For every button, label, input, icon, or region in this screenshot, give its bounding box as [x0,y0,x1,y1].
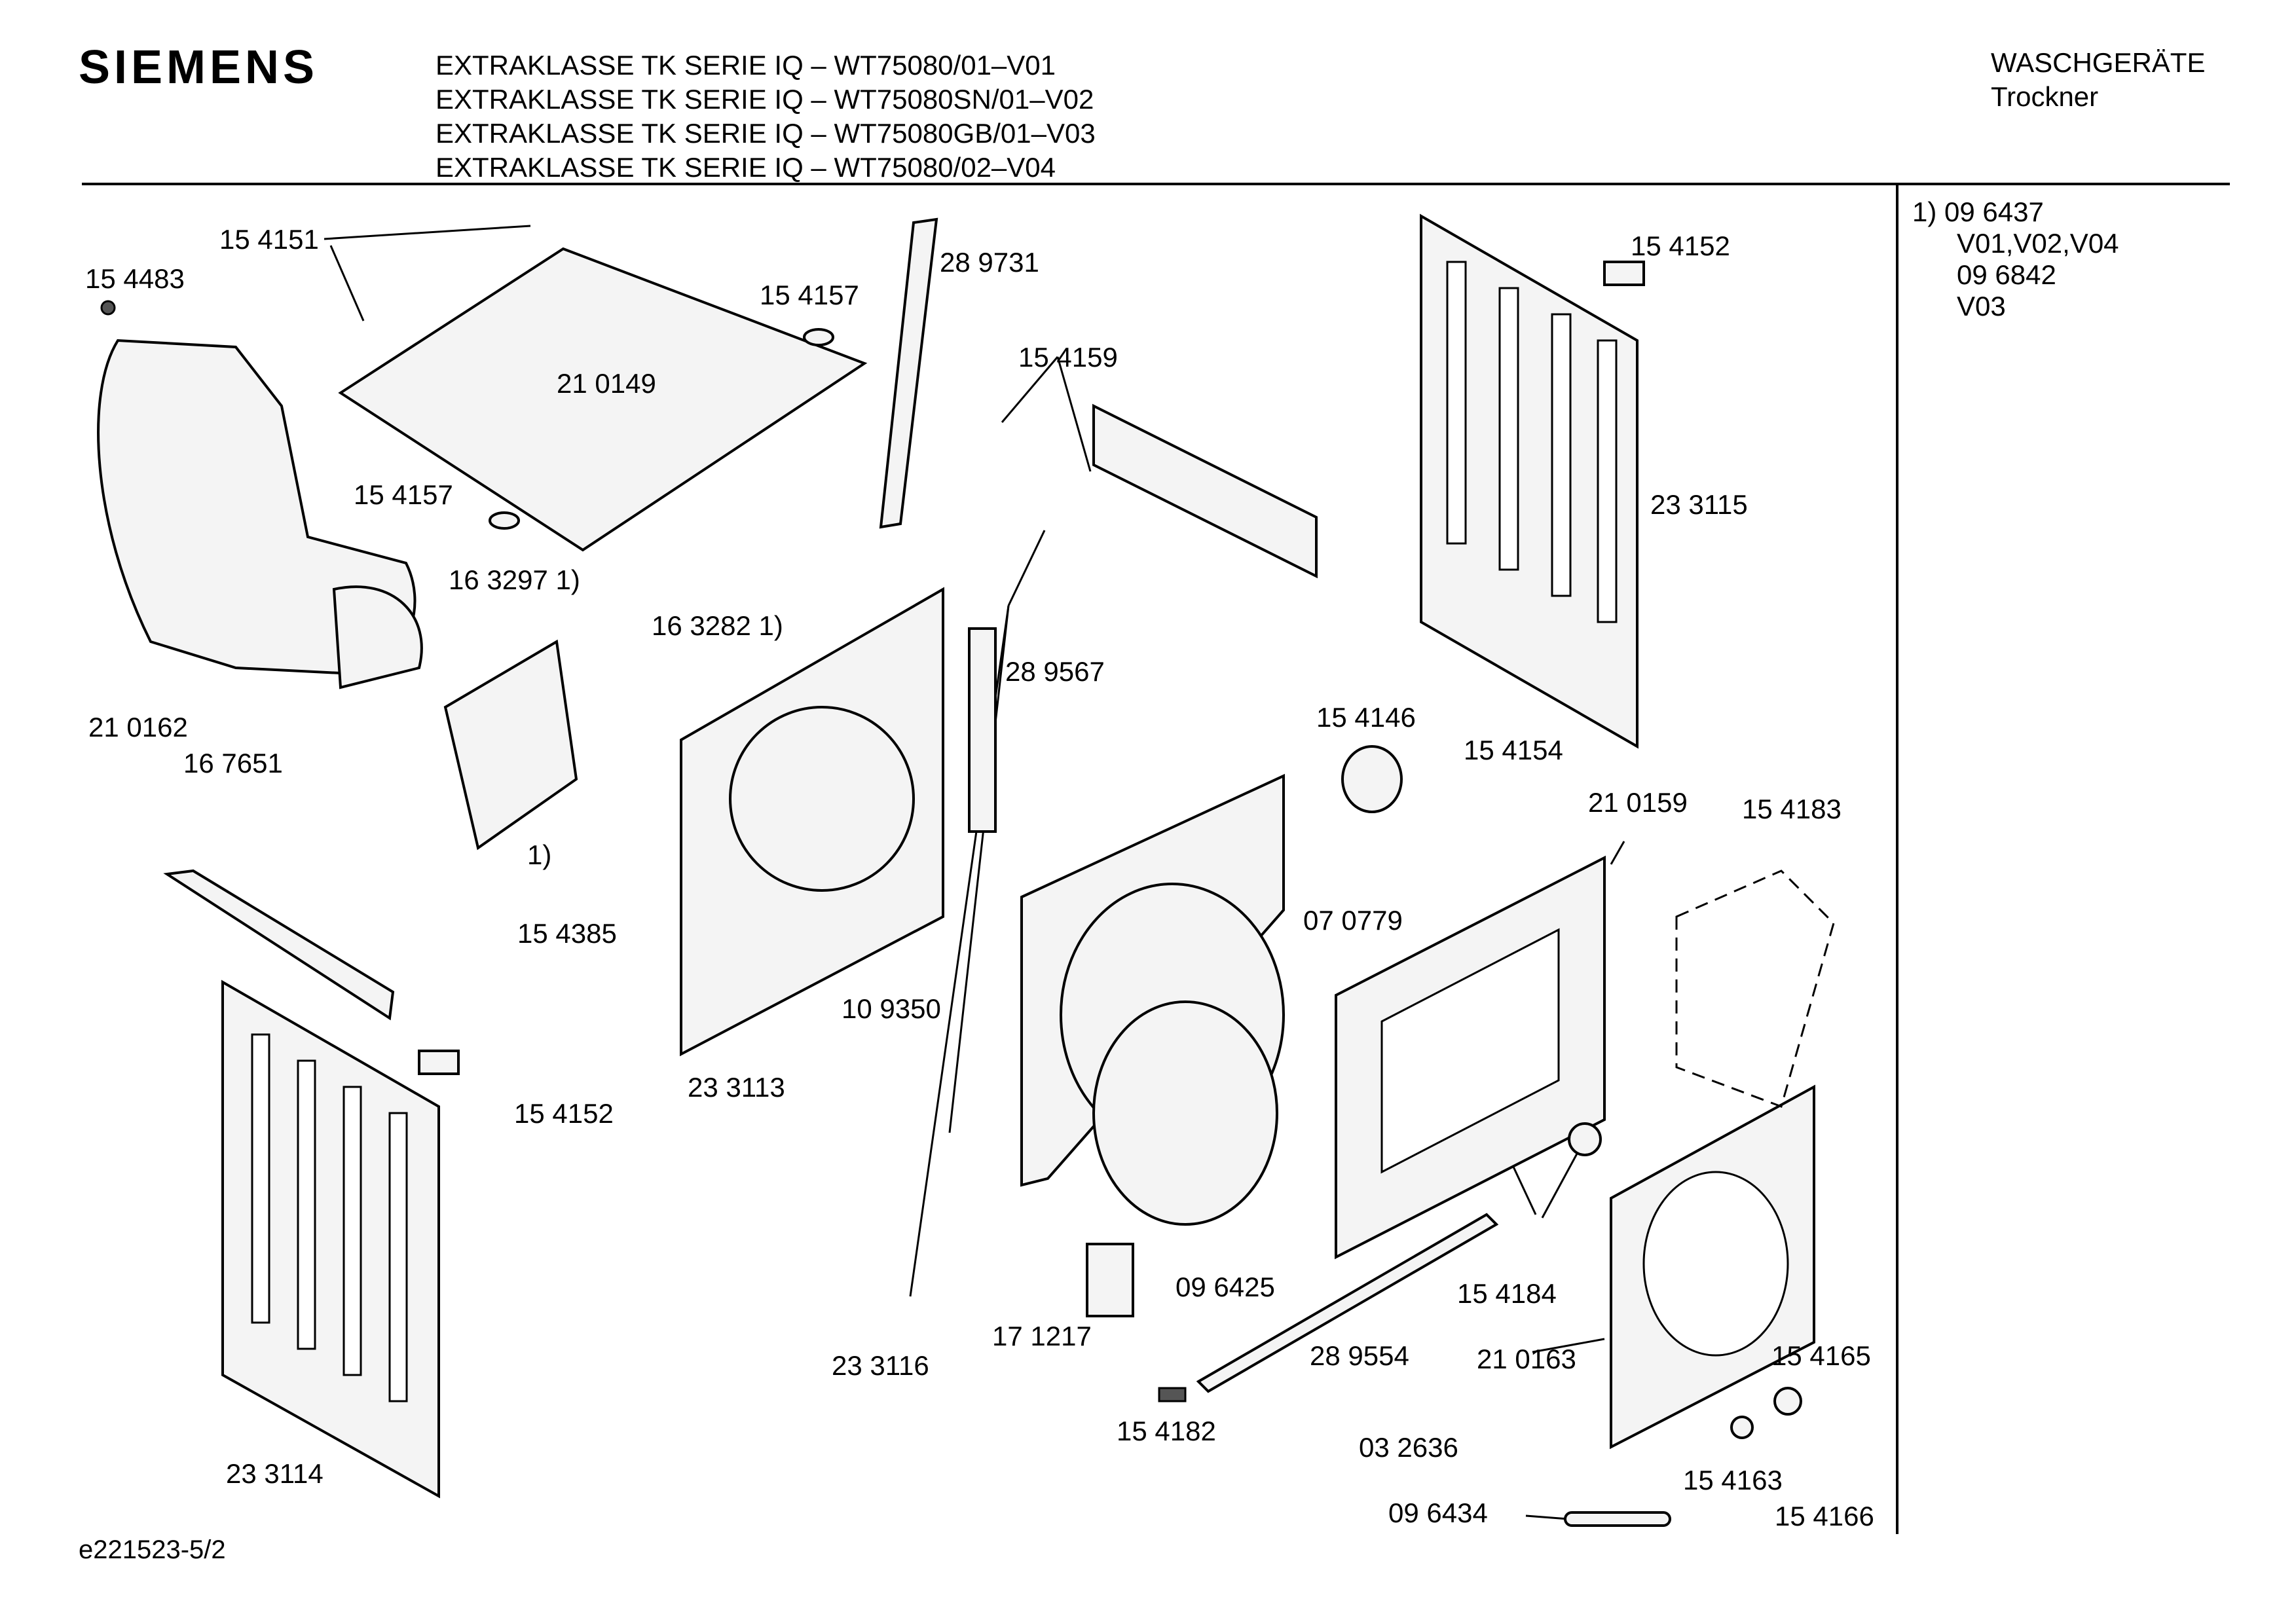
footnote-line: V03 [1957,291,2006,321]
part-label: 15 4157 [760,280,859,310]
part-label: 09 6425 [1176,1272,1275,1302]
header-divider [82,183,2230,185]
part-label: 28 9731 [940,247,1039,278]
part-label: 21 0163 [1477,1344,1576,1374]
part-label: 15 4157 [354,479,453,510]
part-label: 07 0779 [1303,905,1403,936]
part-label: 15 4163 [1683,1465,1783,1495]
category-block: WASCHGERÄTE Trockner [1991,46,2205,114]
part-label: 15 4166 [1775,1501,1874,1531]
footnote-line: 09 6842 [1957,259,2056,290]
hinge-group-outline [1675,870,1835,1108]
part-label: 28 9567 [1005,656,1105,687]
part-label: 10 9350 [842,993,941,1024]
footnote-line: 1) 09 6437 [1912,196,2044,227]
small-parts [100,261,1802,1527]
part-label: 15 4483 [85,263,185,294]
part-labels: 15 4151 15 4483 21 0149 15 4157 15 4157 … [85,224,1874,1531]
part-label: 21 0149 [557,368,656,399]
part-label: 15 4182 [1117,1416,1216,1446]
part-label: 15 4152 [514,1098,614,1129]
part-label: 23 3115 [1650,489,1748,520]
subcategory-label: Trockner [1991,81,2099,112]
model-title-line: EXTRAKLASSE TK SERIE IQ – WT75080SN/01–V… [435,84,1094,115]
brand-logo: SIEMENS [79,41,319,94]
part-label: 16 7651 [183,748,283,779]
front-panel [680,587,944,1057]
model-title-line: EXTRAKLASSE TK SERIE IQ – WT75080GB/01–V… [435,118,1096,149]
notes-divider [1896,185,1898,1534]
door-seal [1092,1000,1278,1226]
category-label: WASCHGERÄTE [1991,47,2206,78]
part-label: 03 2636 [1359,1432,1458,1463]
vertical-strip [879,217,938,529]
front-door-panel [1335,855,1606,1260]
footnote-block: 1) 09 6437 V01,V02,V04 09 6842 V03 [1912,196,2119,322]
cross-bracket [1092,403,1318,579]
part-label: 21 0159 [1588,787,1688,818]
part-label: 21 0162 [88,712,188,742]
part-label: 16 3282 1) [652,610,783,641]
part-label: 15 4151 [219,224,319,255]
part-label: 15 4165 [1771,1340,1871,1371]
part-label: 28 9554 [1310,1340,1409,1371]
side-panel-left [221,980,440,1499]
part-label: 23 3113 [688,1072,785,1103]
part-label: 15 4183 [1742,794,1842,824]
rear-panel-right [1420,213,1639,749]
upper-rail-left [163,869,395,1021]
part-label: 15 4385 [517,918,617,949]
part-label: 23 3116 [832,1350,929,1381]
part-label: 09 6434 [1388,1497,1488,1528]
part-label: 15 4184 [1457,1278,1557,1309]
exploded-parts-diagram: 15 4151 15 4483 21 0149 15 4157 15 4157 … [85,213,1874,1531]
part-label: 17 1217 [992,1321,1092,1351]
part-label: 16 3297 1) [449,564,580,595]
lower-front-panel [1610,1084,1815,1450]
model-title-block: EXTRAKLASSE TK SERIE IQ – WT75080/01–V01… [435,48,1096,185]
model-title-line: EXTRAKLASSE TK SERIE IQ – WT75080/02–V04 [435,152,1056,183]
drum-housing-rear [97,339,423,689]
part-label: 15 4159 [1018,342,1118,373]
part-label: 23 3114 [226,1458,324,1489]
part-label: 15 4154 [1464,735,1563,765]
part-label: 15 4146 [1316,702,1416,733]
top-cover [338,247,868,552]
model-title-line: EXTRAKLASSE TK SERIE IQ – WT75080/01–V01 [435,50,1056,81]
drawing-code: e221523-5/2 [79,1535,226,1564]
control-module [443,639,578,851]
bottom-bar [1196,1213,1499,1393]
part-label: 1) [527,839,551,870]
part-label: 15 4152 [1631,230,1730,261]
footnote-line: V01,V02,V04 [1957,228,2119,259]
